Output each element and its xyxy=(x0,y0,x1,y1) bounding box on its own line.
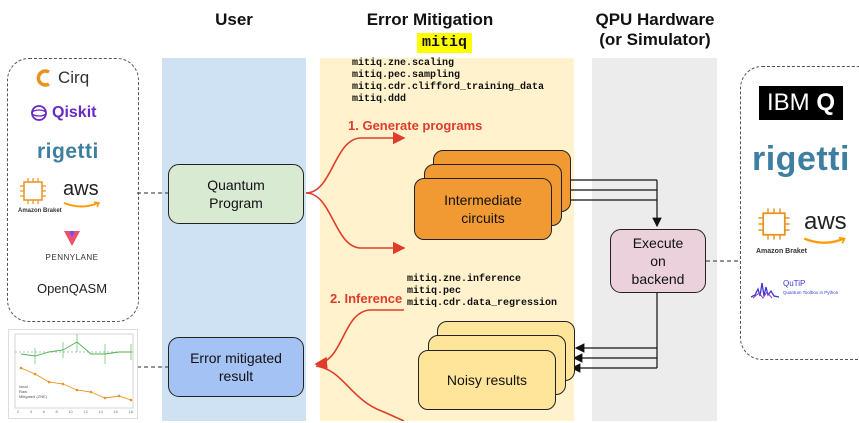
cirq-label: Cirq xyxy=(58,68,90,87)
hardware-title-line2: (or Simulator) xyxy=(599,30,711,49)
braket-chip-icon-right xyxy=(758,208,790,240)
pennylane-label: PENNYLANE xyxy=(45,253,99,262)
cirq-icon xyxy=(36,69,50,87)
aws-label-right: aws xyxy=(804,208,847,235)
user-column-title: User xyxy=(215,10,253,29)
amazon-braket-label-left: Amazon Braket xyxy=(18,208,62,214)
plot-legend: Ideal Raw Mitigated (ZNE) xyxy=(19,384,47,399)
aws-braket-logo-right: aws Amazon Braket xyxy=(756,206,856,262)
x-tick: 2 xyxy=(17,409,20,414)
aws-braket-logo-left: aws Amazon Braket xyxy=(18,176,118,220)
intermediate-circuits-box: Intermediate circuits xyxy=(414,178,552,240)
x-tick: 4 xyxy=(29,409,33,414)
module-pec-sampling: mitiq.pec.sampling xyxy=(352,70,461,81)
x-tick: 12 xyxy=(83,409,88,414)
aws-smile-icon-right xyxy=(803,236,846,244)
x-tick: 10 xyxy=(68,409,73,414)
generate-modules-list: mitiq.zne.scaling mitiq.pec.sampling mit… xyxy=(352,58,544,106)
cirq-logo: Cirq xyxy=(36,68,89,88)
plot-x-ticks: 2 4 6 8 10 12 14 16 18 xyxy=(17,409,133,414)
module-zne-inference: mitiq.zne.inference xyxy=(407,274,522,285)
result-plot-svg xyxy=(14,333,134,409)
quantum-program-line1: Quantum xyxy=(207,177,265,193)
result-line2: result xyxy=(218,368,254,384)
x-tick: 18 xyxy=(128,409,133,414)
inference-modules-list: mitiq.zne.inference mitiq.pec mitiq.cdr.… xyxy=(407,274,557,310)
module-cdr-regression: mitiq.cdr.data_regression xyxy=(407,298,558,309)
braket-chip-icon xyxy=(20,178,46,204)
amazon-braket-label-right: Amazon Braket xyxy=(756,248,807,255)
execute-line2: on xyxy=(650,253,666,269)
aws-smile-icon xyxy=(63,201,101,208)
pennylane-icon xyxy=(64,231,80,246)
generate-brace xyxy=(305,131,406,194)
inference-brace xyxy=(314,309,404,370)
legend-mitigated: Mitigated (ZNE) xyxy=(19,394,48,399)
rigetti-logo-right: rigetti xyxy=(752,140,850,178)
legend-raw: Raw xyxy=(19,389,28,394)
qutip-icon xyxy=(750,282,780,299)
qiskit-label: Qiskit xyxy=(52,104,97,121)
qutip-subtitle: Quantum Toolbox in Python xyxy=(783,290,839,295)
module-zne-scaling: mitiq.zne.scaling xyxy=(352,58,455,69)
pennylane-logo: PENNYLANE xyxy=(36,228,108,262)
noisy-results-box: Noisy results xyxy=(418,350,556,410)
x-tick: 6 xyxy=(42,409,45,414)
step-inference-label: 2. Inference xyxy=(330,291,403,306)
execute-line3: backend xyxy=(631,271,685,287)
mitiq-logo: mitiq xyxy=(417,33,473,53)
ibm-label: IBM xyxy=(767,89,810,116)
module-pec: mitiq.pec xyxy=(407,286,462,297)
x-tick: 8 xyxy=(55,409,58,414)
error-mitigated-result-box: Error mitigated result xyxy=(168,337,304,397)
x-tick: 16 xyxy=(113,409,118,414)
frameworks-panel xyxy=(7,58,139,322)
rigetti-logo-left: rigetti xyxy=(37,140,99,163)
execute-line1: Execute xyxy=(632,235,684,251)
intermediate-line2: circuits xyxy=(461,210,505,226)
qiskit-icon xyxy=(31,105,47,121)
result-plot: Ideal Raw Mitigated (ZNE) 2 4 6 8 10 12 … xyxy=(8,329,138,419)
qiskit-logo: Qiskit xyxy=(30,104,96,122)
quantum-program-box: Quantum Program xyxy=(168,164,304,224)
result-line1: Error mitigated xyxy=(190,350,282,366)
execute-backend-box: Execute on backend xyxy=(610,229,706,293)
backends-panel xyxy=(740,66,859,360)
x-tick: 14 xyxy=(98,409,103,414)
ibm-q-logo: IBM Q xyxy=(759,86,844,120)
ibm-q-label: Q xyxy=(816,89,836,116)
openqasm-label: OpenQASM xyxy=(36,281,108,296)
aws-label-left: aws xyxy=(63,178,99,200)
module-ddd: mitiq.ddd xyxy=(352,94,407,105)
legend-ideal: Ideal xyxy=(19,384,28,389)
mitigation-column-title: Error Mitigation xyxy=(366,10,494,29)
noisy-results-label: Noisy results xyxy=(446,372,528,388)
module-cdr-clifford: mitiq.cdr.clifford_training_data xyxy=(352,82,545,93)
hardware-title-line1: QPU Hardware xyxy=(595,10,715,29)
step-generate-label: 1. Generate programs xyxy=(348,118,483,133)
hardware-column-title: QPU Hardware (or Simulator) xyxy=(580,10,730,50)
intermediate-line1: Intermediate xyxy=(444,192,522,208)
qutip-label: QuTiP xyxy=(783,279,806,288)
quantum-program-line2: Program xyxy=(209,195,263,211)
qutip-logo: QuTiP Quantum Toolbox in Python xyxy=(750,277,859,303)
